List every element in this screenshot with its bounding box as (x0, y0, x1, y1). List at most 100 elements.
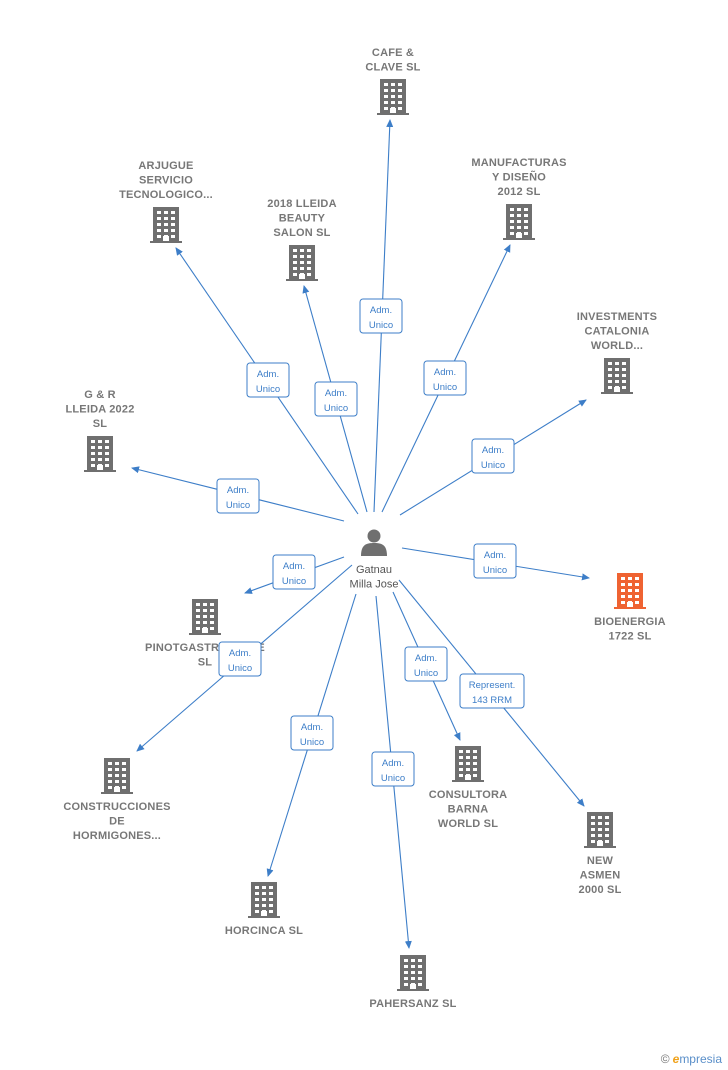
edge-label-horcinca[interactable]: Adm. Unico (290, 715, 334, 751)
company-name-line: INVESTMENTS (577, 311, 657, 323)
edge-role-line: Unico (324, 403, 348, 414)
building-icon (189, 599, 221, 635)
company-name-line: PAHERSANZ SL (369, 998, 456, 1010)
building-icon (601, 358, 633, 394)
edge-label-manufacturas[interactable]: Adm. Unico (423, 360, 467, 396)
edge-role-text: Adm. Unico (226, 485, 250, 511)
company-name-line: BEAUTY (279, 213, 326, 225)
edge-label-consultora[interactable]: Adm.Unico (404, 646, 448, 682)
edge-role-line: Unico (433, 382, 457, 393)
edge-role-text: Adm. Unico (256, 369, 280, 395)
building-icon (503, 204, 535, 240)
edge-label-construcciones[interactable]: Adm.Unico (218, 641, 262, 677)
edge-role-text: Represent.143 RRM (469, 680, 515, 706)
edge-role-line: Adm. (382, 758, 404, 769)
company-name-line: WORLD... (591, 340, 643, 352)
company-name: INVESTMENTS CATALONIA WORLD... (577, 311, 657, 352)
building-icon (84, 436, 116, 472)
edge-label-investments[interactable]: Adm. Unico (471, 438, 515, 474)
building-icon (584, 812, 616, 848)
edge-role-line: Unico (282, 576, 306, 587)
edge-role-line: Adm. (229, 648, 251, 659)
company-name-line: CONSULTORA (429, 789, 508, 801)
edge-role-text: Adm. Unico (481, 445, 505, 471)
company-node-horcinca[interactable]: HORCINCA SL (225, 882, 303, 937)
edge-label-pahersanz[interactable]: Adm.Unico (371, 751, 415, 787)
company-name: BIOENERGIA 1722 SL (594, 616, 666, 643)
edge-role-text: Adm.Unico (414, 653, 438, 679)
company-name-line: CATALONIA (585, 326, 650, 338)
company-name-line: 2018 LLEIDA (267, 198, 336, 210)
edge-label-bioenergia[interactable]: Adm.Unico (473, 543, 517, 579)
person-name-line: Gatnau (356, 564, 392, 576)
person-icon (361, 529, 387, 556)
company-name-line: SL (93, 418, 108, 430)
company-node-consultora[interactable]: CONSULTORA BARNA WORLD SL (429, 746, 508, 830)
edge-role-line: Adm. (482, 445, 504, 456)
building-icon (286, 245, 318, 281)
company-name-line: BARNA (448, 804, 489, 816)
edge-role-line: Adm. (434, 367, 456, 378)
company-name: HORCINCA SL (225, 925, 303, 937)
company-name-line: SALON SL (273, 227, 330, 239)
company-name-line: CAFE & (372, 47, 414, 59)
brand-footer: ©empresia (661, 1052, 722, 1066)
edge-label-arjugue[interactable]: Adm. Unico (246, 362, 290, 398)
building-icon (101, 758, 133, 794)
company-name-line: SL (198, 657, 213, 669)
edge-role-text: Adm.Unico (369, 305, 393, 331)
company-name: CONSULTORA BARNA WORLD SL (429, 789, 508, 830)
brand-name: mpresia (679, 1052, 722, 1066)
edge-role-line: Unico (256, 384, 280, 395)
edge-label-gr-lleida[interactable]: Adm. Unico (216, 478, 260, 514)
company-name-line: DE (109, 816, 125, 828)
company-node-new-asmen[interactable]: NEW ASMEN 2000 SL (579, 812, 622, 896)
edge-label-cafe[interactable]: Adm.Unico (359, 298, 403, 334)
company-node-investments[interactable]: INVESTMENTS CATALONIA WORLD... (577, 311, 657, 394)
company-name-line: TECNOLOGICO... (119, 189, 213, 201)
company-node-cafe[interactable]: CAFE & CLAVE SL (365, 47, 420, 115)
company-name-line: CLAVE SL (365, 62, 420, 74)
edge-role-line: Adm. (257, 369, 279, 380)
company-name: CAFE & CLAVE SL (365, 47, 420, 74)
building-icon (397, 955, 429, 991)
company-name-line: HORCINCA SL (225, 925, 303, 937)
edge-role-line: Adm. (301, 722, 323, 733)
edge-role-line: Unico (481, 460, 505, 471)
building-icon (150, 207, 182, 243)
company-name-line: G & R (84, 389, 116, 401)
company-name-line: 1722 SL (609, 631, 652, 643)
company-name-line: BIOENERGIA (594, 616, 666, 628)
brand-initial: e (672, 1052, 680, 1066)
edge-label-new-asmen[interactable]: Represent.143 RRM (459, 673, 525, 709)
company-node-pahersanz[interactable]: PAHERSANZ SL (369, 955, 456, 1010)
company-name-line: NEW (587, 855, 614, 867)
company-name-line: CONSTRUCCIONES (63, 801, 170, 813)
edge-label-lleida-beauty[interactable]: Adm. Unico (314, 381, 358, 417)
edge-role-line: Unico (414, 668, 438, 679)
company-node-lleida-beauty[interactable]: 2018 LLEIDA BEAUTY SALON SL (267, 198, 337, 281)
edge-role-line: Adm. (325, 388, 347, 399)
company-node-bioenergia[interactable]: BIOENERGIA 1722 SL (594, 573, 666, 643)
company-name-line: 2000 SL (579, 884, 622, 896)
building-icon (248, 882, 280, 918)
company-name-line: LLEIDA 2022 (65, 404, 134, 416)
company-name-line: WORLD SL (438, 818, 498, 830)
edge-role-line: Unico (300, 737, 324, 748)
edge-role-line: Represent. (469, 680, 515, 691)
edge-role-text: Adm. Unico (300, 722, 324, 748)
company-name-line: ASMEN (580, 870, 621, 882)
edge-label-pinotgastro[interactable]: Adm.Unico (272, 554, 316, 590)
edge-role-line: Unico (226, 500, 250, 511)
edge-role-line: Adm. (370, 305, 392, 316)
edge-role-line: Adm. (227, 485, 249, 496)
copyright-icon: © (660, 1052, 670, 1066)
